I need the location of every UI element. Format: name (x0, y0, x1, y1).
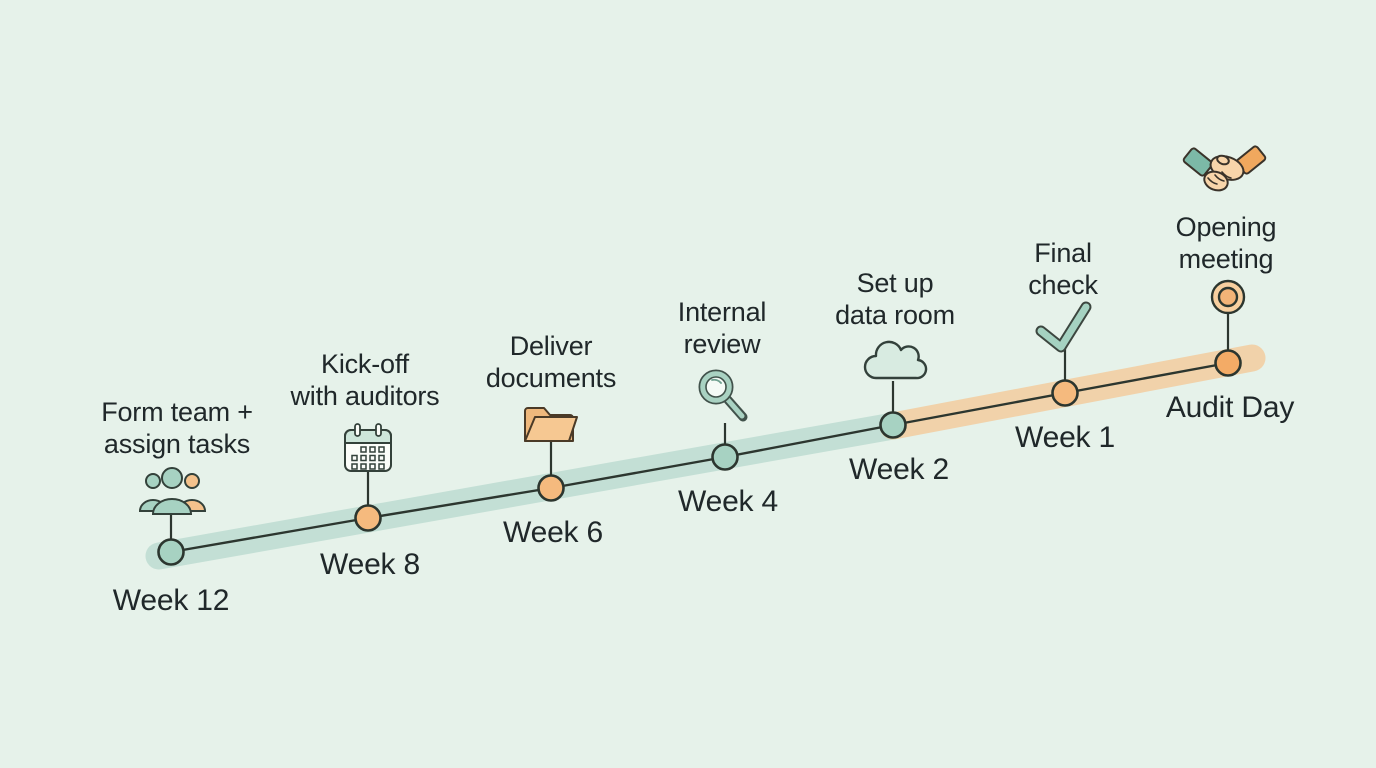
audit-day-marker (1210, 279, 1246, 315)
milestone-node (1051, 379, 1079, 407)
folder-icon (524, 407, 578, 442)
milestone-node (537, 474, 565, 502)
milestone-title-line: Final (1034, 238, 1092, 268)
milestone-title-line: Form team + (101, 397, 253, 427)
milestone-title: Opening meeting (1176, 211, 1277, 276)
magnifier-icon (698, 369, 748, 422)
milestone-title-line: meeting (1178, 244, 1274, 275)
cloud-icon (863, 340, 928, 380)
milestone-title: Final check (1028, 237, 1098, 302)
week-label: Week 6 (503, 516, 603, 549)
milestone-title-line: check (1028, 270, 1098, 301)
milestone-title: Deliver documents (486, 330, 616, 395)
calendar-icon (344, 423, 392, 472)
milestone-title-line: Deliver (509, 331, 593, 361)
milestone-title-line: Kick-off (321, 349, 409, 379)
milestone-title-line: assign tasks (103, 429, 251, 460)
milestone-title-line: documents (485, 363, 617, 394)
handshake-icon (1182, 145, 1267, 192)
milestone-title: Internal review (677, 296, 767, 361)
milestone-title-line: Set up (856, 268, 934, 298)
check-icon (1035, 301, 1092, 353)
milestone-title-line: Opening (1175, 212, 1277, 242)
week-label: Week 12 (112, 584, 230, 617)
milestone-node (354, 504, 382, 532)
team-icon (138, 467, 207, 515)
week-label: Week 2 (849, 453, 949, 486)
milestone-title-line: Internal (677, 297, 767, 327)
milestone-title-line: review (683, 329, 761, 360)
milestone-title-line: with auditors (290, 381, 440, 412)
week-label: Week 8 (320, 548, 420, 581)
milestone-node (711, 443, 739, 471)
milestone-node (879, 411, 907, 439)
week-label: Audit Day (1165, 391, 1295, 424)
milestone-title: Kick-off with auditors (291, 348, 440, 413)
milestone-title: Set up data room (835, 267, 955, 332)
milestone-title-line: data room (835, 300, 955, 331)
milestone-title: Form team + assign tasks (101, 396, 253, 461)
milestone-node (157, 538, 185, 566)
week-label: Week 1 (1015, 421, 1115, 454)
week-label: Week 4 (678, 485, 778, 518)
milestone-node (1214, 349, 1242, 377)
